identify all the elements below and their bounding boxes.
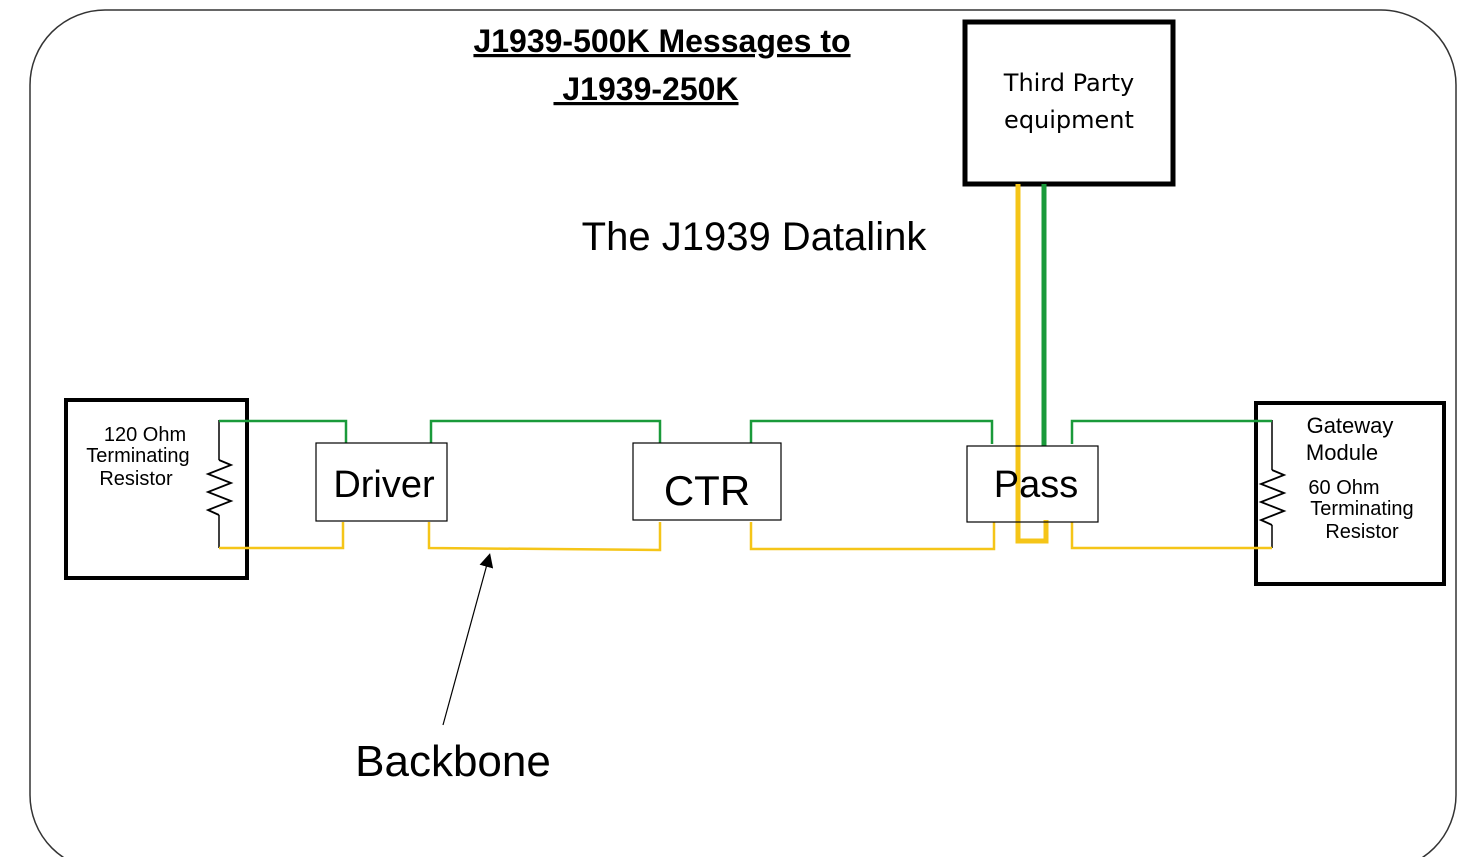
left-terminator-box bbox=[64, 398, 249, 580]
gateway-label-1: Gateway bbox=[1307, 413, 1394, 438]
ctr-node-box bbox=[632, 442, 782, 521]
can-low-seg-right bbox=[1070, 522, 1272, 550]
can-high-seg-right bbox=[1070, 419, 1272, 444]
third-party-label-line-2: equipment bbox=[1004, 106, 1134, 134]
third-party-label-line-1: Third Party bbox=[1003, 69, 1134, 97]
driver-node-label: Driver bbox=[333, 464, 435, 506]
pass-node-box bbox=[966, 445, 1099, 523]
datalink-label: The J1939 Datalink bbox=[582, 215, 928, 259]
third-party-can-low-stub bbox=[1015, 184, 1049, 544]
backbone-arrow-icon bbox=[442, 553, 494, 726]
left-terminator-label-2: Terminating bbox=[86, 445, 189, 467]
gateway-resistor-zigzag-icon bbox=[1258, 469, 1287, 526]
left-terminator-label-3: Resistor bbox=[99, 468, 173, 490]
title-line-2: J1939-250K bbox=[553, 71, 738, 107]
can-low-wires bbox=[219, 522, 1272, 552]
can-high-wires bbox=[219, 419, 1272, 444]
gateway-box bbox=[1254, 401, 1446, 586]
title-line-1: J1939-500K Messages to bbox=[473, 23, 850, 59]
backbone-label: Backbone bbox=[355, 737, 551, 786]
left-terminator-label-1: 120 Ohm bbox=[104, 424, 186, 446]
can-high-seg-ctr-pass bbox=[749, 419, 994, 444]
gateway-label-3: 60 Ohm bbox=[1308, 477, 1379, 499]
can-high-seg-left bbox=[219, 419, 348, 444]
can-low-seg-ctr-pass bbox=[749, 522, 996, 551]
gateway-label-2: Module bbox=[1306, 440, 1378, 465]
outer-frame bbox=[29, 9, 1457, 857]
gateway-label-4: Terminating bbox=[1310, 498, 1413, 520]
ctr-node-label: CTR bbox=[664, 467, 750, 514]
can-high-seg-driver-ctr bbox=[429, 419, 662, 444]
pass-node-label: Pass bbox=[994, 464, 1078, 506]
third-party-box bbox=[962, 19, 1176, 187]
left-resistor-zigzag-icon bbox=[205, 459, 234, 516]
gateway-label-5: Resistor bbox=[1325, 521, 1399, 543]
driver-node-box bbox=[315, 442, 448, 522]
can-low-seg-left bbox=[219, 522, 345, 550]
can-low-seg-driver-ctr bbox=[427, 522, 662, 552]
